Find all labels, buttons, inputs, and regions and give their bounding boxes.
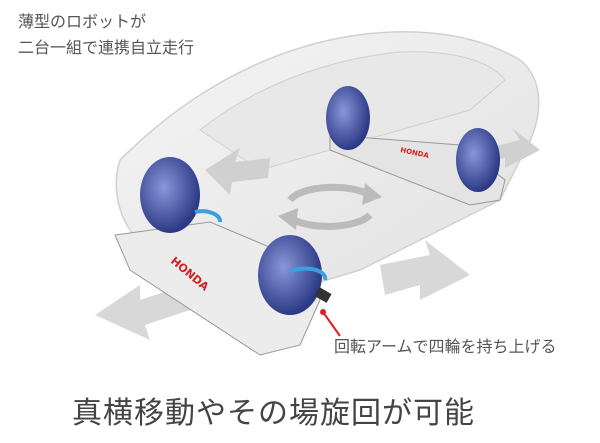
wheel-icon [456,128,500,192]
arm-note: 回転アームで四輪を持ち上げる [334,337,557,356]
arrow-forward-left-icon [205,148,270,195]
wheel-icon [140,157,200,233]
wheel-icon [326,86,370,150]
arm-rotation-icon [194,209,223,223]
rotate-icon [287,183,372,203]
caption-line1: 薄型のロボットが [18,12,147,31]
arm-rotation-icon [288,266,328,281]
caption-line2: 二台一組で連携自立走行 [18,38,195,57]
leader-line [322,311,341,337]
wheel-icon [258,235,322,315]
arrow-right-icon [380,240,470,300]
headline: 真横移動やその場旋回が可能 [72,396,475,431]
